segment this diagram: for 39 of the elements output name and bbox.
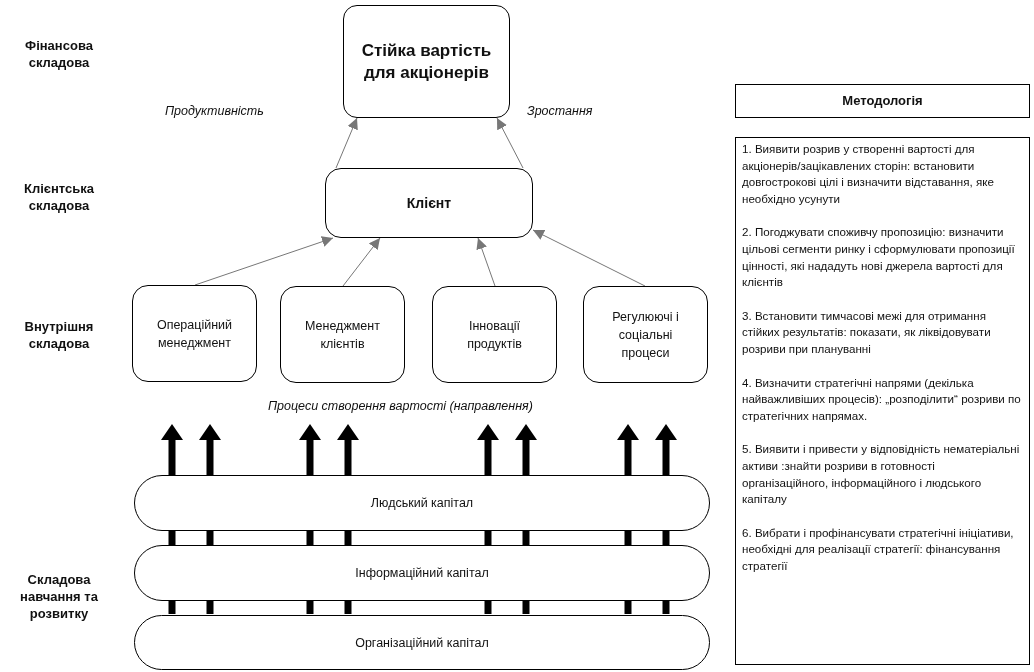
box-text: Інновації продуктів	[466, 317, 523, 353]
annotation-text: Продуктивність	[165, 104, 264, 118]
process-box	[132, 285, 257, 382]
capital-band	[134, 545, 710, 601]
methodology-step: 4. Визначити стратегічні напрями (декілька найважливіших процесів): „розподілити“ розриви по стратегічних напрямах.	[742, 374, 1023, 425]
box-text: Регулюючі і соціальні процеси	[611, 308, 680, 362]
perspective-label: Клієнтська складова	[23, 180, 95, 214]
box-text: Операційний менеджмент	[155, 316, 234, 352]
methodology-step: 6. Вибрати і профінансувати стратегічні ініціативи, необхідні для реалізації стратегії: фінансування стратегії	[742, 524, 1023, 575]
client-box	[325, 168, 533, 238]
process-box	[280, 286, 405, 383]
arrow	[194, 236, 334, 286]
annotation-text: Зростання	[527, 104, 593, 118]
process-box	[583, 286, 708, 383]
box-title: Стійка вартість для акціонерів	[360, 39, 493, 84]
box-text: Менеджмент клієнтів	[304, 317, 381, 353]
methodology-box	[735, 137, 1030, 665]
band-text: Інформаційний капітал	[355, 565, 489, 582]
methodology-step: 5. Виявити і привести у відповідність нематеріальні активи :знайти розриви в готовності організаційного, інформаційного і людського капіталу	[742, 441, 1023, 508]
methodology-step: 2. Погоджувати споживчу пропозицію: визначити цільові сегменти ринку і сформулювати пропозиції цінності, які нададуть нові джерела вартості для клієнтів	[742, 224, 1023, 291]
arrow	[335, 117, 358, 169]
header-box	[735, 84, 1030, 118]
arrow	[532, 229, 646, 287]
header-text: Методологія	[842, 92, 923, 110]
perspective-label: Складова навчання та розвитку	[19, 571, 99, 622]
arrow	[476, 237, 496, 287]
methodology-step: 3. Встановити тимчасові межі для отримання стійких результатів: показати, як ліквідовувати розриви при плануванні	[742, 307, 1023, 358]
annotation-text: Процеси створення вартості (направлення)	[268, 399, 533, 413]
band-text: Людський капітал	[370, 495, 474, 512]
perspective-label: Фінансова складова	[24, 37, 94, 71]
arrow	[496, 117, 524, 169]
capital-band	[134, 475, 710, 531]
process-box	[432, 286, 557, 383]
box-title: Клієнт	[406, 194, 452, 212]
methodology-step: 1. Виявити розрив у створенні вартості для акціонерів/зацікавлених сторін: встановити довгострокові цілі і визначити відставання, яке необхідно усунути	[742, 141, 1023, 208]
arrow	[342, 237, 381, 287]
value-box	[343, 5, 510, 118]
band-text: Організаційний капітал	[355, 634, 489, 652]
perspective-label: Внутрішня складова	[23, 318, 95, 352]
